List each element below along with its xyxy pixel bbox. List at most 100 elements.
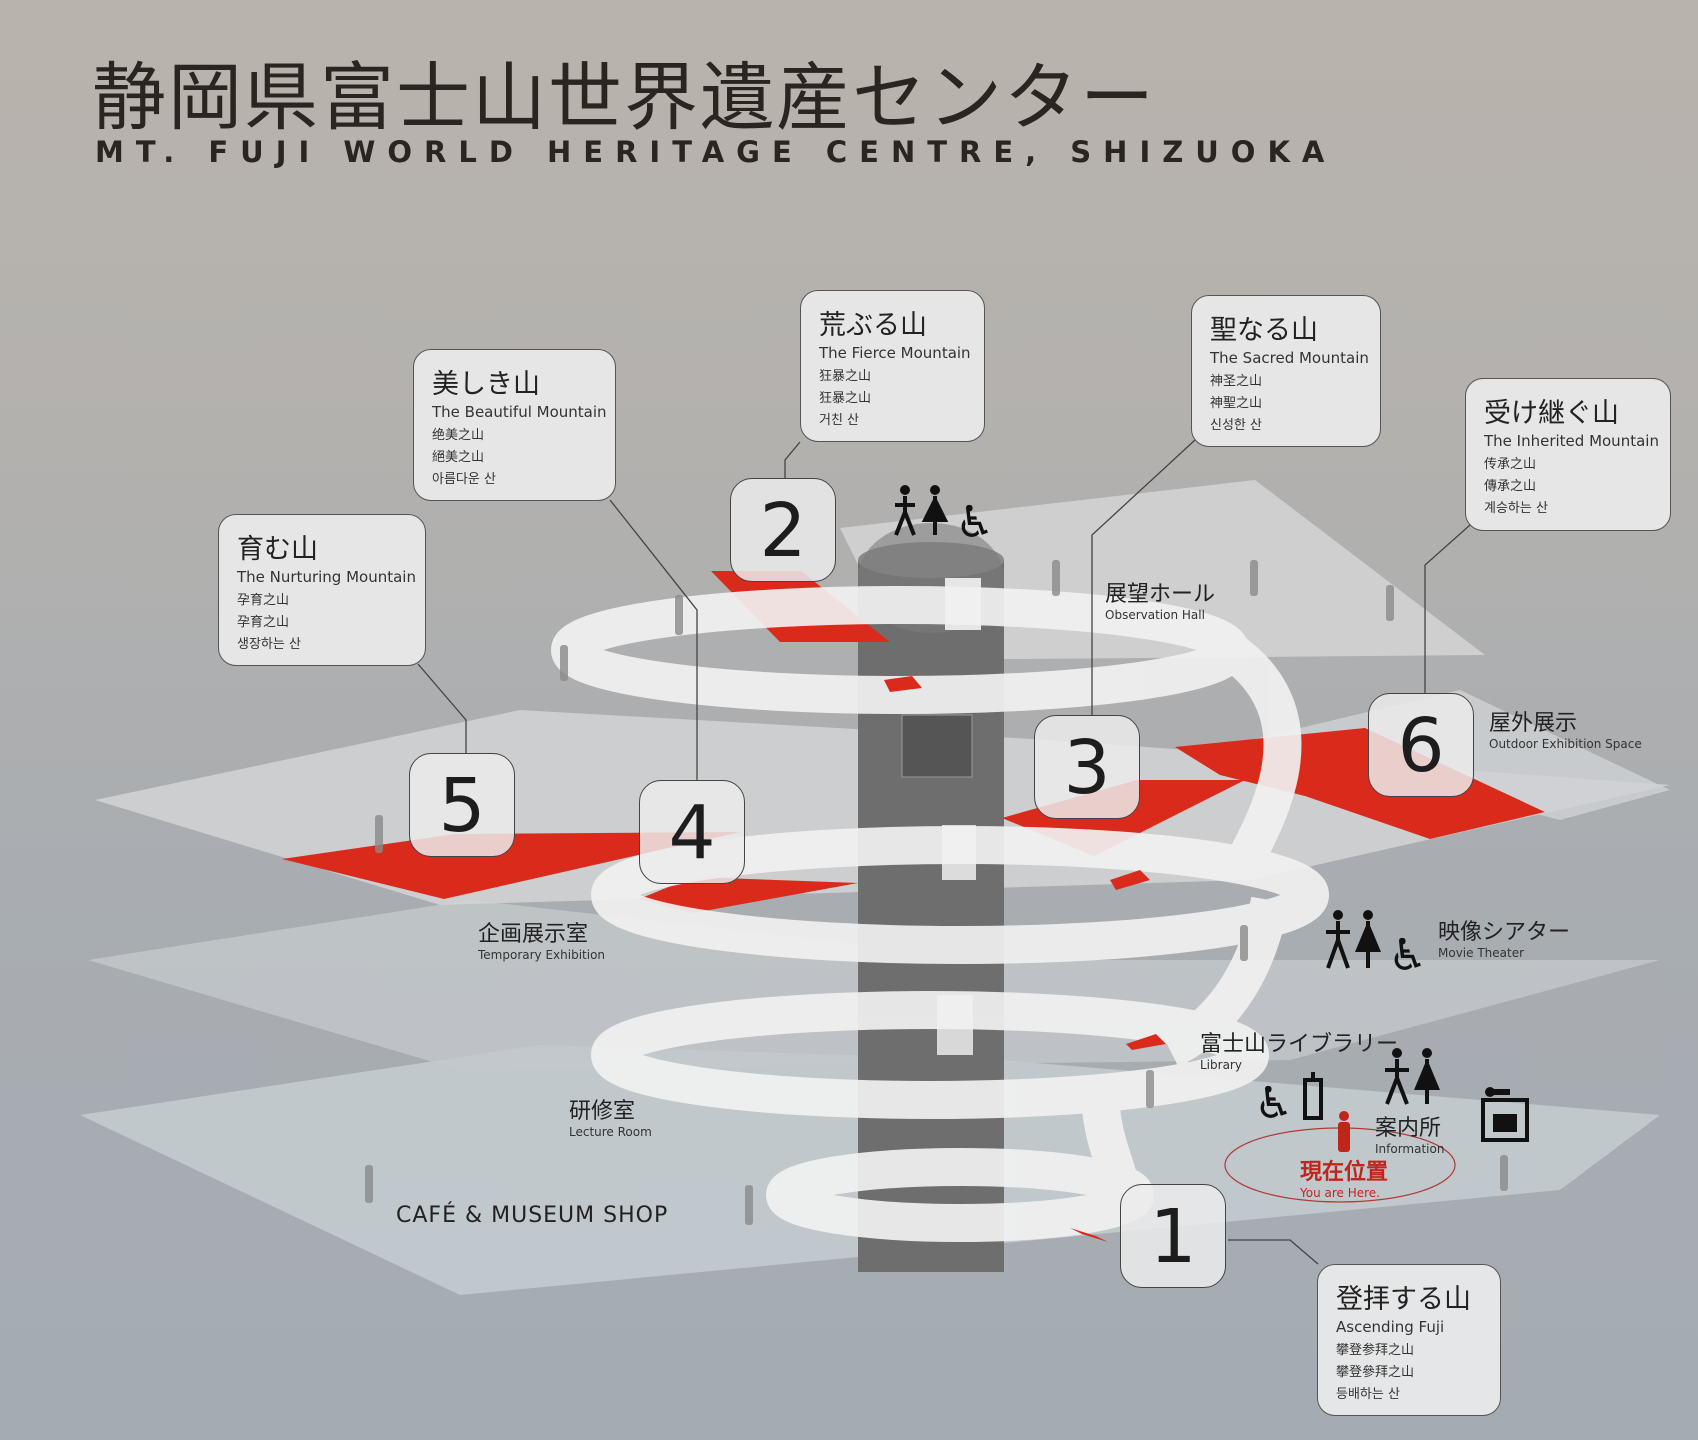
restroom-icon [1326, 910, 1440, 1105]
label-en: Temporary Exhibition [478, 948, 606, 962]
leader-line [1424, 524, 1471, 693]
ramp-loop-2 [591, 826, 1329, 964]
zone-title-ja: 受け継ぐ山 [1484, 398, 1619, 429]
zone-title-ko: 아름다운 산 [432, 472, 496, 487]
callout-zone-5: 育む山 The Nurturing Mountain 孕育之山 孕育之山 생장하… [218, 514, 426, 666]
zone-title-ko: 신성한 산 [1210, 418, 1262, 433]
leader-lines [417, 439, 1471, 1265]
label-outdoor-exhibition: 屋外展示 Outdoor Exhibition Space [1489, 705, 1642, 751]
person-silhouette [1500, 1155, 1508, 1191]
zone-4-floor [639, 877, 858, 913]
label-en: Outdoor Exhibition Space [1489, 737, 1642, 751]
zone-title-en: The Fierce Mountain [819, 344, 971, 362]
callout-zone-4: 美しき山 The Beautiful Mountain 绝美之山 絕美之山 아름… [413, 349, 616, 501]
zone-number-3: 3 [1034, 715, 1140, 819]
label-ja: 現在位置 [1300, 1160, 1389, 1185]
label-ja: 屋外展示 [1489, 711, 1578, 736]
label-information: 案内所 Information [1375, 1110, 1444, 1156]
zone-title-zh-t: 絕美之山 [432, 450, 485, 465]
person-silhouette [1250, 560, 1258, 596]
callout-zone-2: 荒ぶる山 The Fierce Mountain 狂暴之山 狂暴之山 거친 산 [800, 290, 985, 442]
zone-title-en: Ascending Fuji [1336, 1318, 1445, 1336]
zone-title-ja: 登拝する山 [1336, 1284, 1471, 1315]
label-en: Lecture Room [569, 1125, 652, 1139]
page-subtitle: MT. FUJI WORLD HERITAGE CENTRE, SHIZUOKA [95, 135, 1337, 169]
zone-title-ja: 荒ぶる山 [819, 310, 927, 341]
zone-title-zh-t: 狂暴之山 [819, 391, 872, 406]
label-lecture-room: 研修室 Lecture Room [569, 1093, 652, 1139]
page-title: 静岡県富士山世界遺産センター [92, 55, 1156, 141]
callout-zone-6: 受け継ぐ山 The Inherited Mountain 传承之山 傳承之山 계… [1465, 378, 1671, 531]
zone-title-en: The Inherited Mountain [1484, 432, 1659, 450]
zone-title-ja: 聖なる山 [1210, 315, 1318, 346]
leader-line [1228, 1239, 1319, 1265]
person-silhouette [1386, 585, 1394, 621]
elevator-icon [1303, 1072, 1323, 1120]
label-en: You are Here. [1300, 1186, 1380, 1200]
label-cafe-museum-shop: CAFÉ & MUSEUM SHOP [396, 1203, 669, 1228]
zone-title-ko: 거친 산 [819, 413, 860, 428]
person-silhouette [1240, 925, 1248, 961]
zone-title-en: The Beautiful Mountain [432, 403, 607, 421]
label-ja: 案内所 [1375, 1116, 1442, 1141]
callout-zone-1: 登拝する山 Ascending Fuji 攀登参拜之山 攀登參拜之山 등배하는 … [1317, 1264, 1501, 1416]
callout-zone-3: 聖なる山 The Sacred Mountain 神圣之山 神聖之山 신성한 산 [1191, 295, 1381, 447]
label-library: 富士山ライブラリー Library [1200, 1026, 1398, 1072]
direction-arrows [884, 676, 1166, 1242]
label-ja: 展望ホール [1105, 582, 1216, 607]
label-ja: 企画展示室 [478, 922, 589, 947]
label-observation-hall: 展望ホール Observation Hall [1105, 576, 1215, 622]
label-en: Observation Hall [1105, 608, 1205, 622]
zone-number-1: 1 [1120, 1184, 1226, 1288]
label-ja: 研修室 [569, 1099, 636, 1124]
coin-locker-icon [1481, 1087, 1529, 1142]
zone-title-zh-s: 绝美之山 [432, 428, 485, 443]
zone-title-ko: 생장하는 산 [237, 637, 301, 652]
arrow-icon [1110, 870, 1150, 890]
ramp-connector [1218, 634, 1302, 879]
zone-title-ja: 美しき山 [432, 369, 540, 400]
person-silhouette [365, 1165, 373, 1203]
ramp-connector [1081, 1089, 1139, 1192]
arrow-icon [884, 676, 922, 692]
zone-number-4: 4 [639, 780, 745, 884]
elevator-cage [901, 714, 973, 778]
zone-title-zh-s: 孕育之山 [237, 593, 290, 608]
zone-number-6: 6 [1368, 693, 1474, 797]
wheelchair-icon: ♿ [1388, 930, 1427, 981]
zone-title-en: The Nurturing Mountain [237, 568, 416, 586]
zone-title-zh-t: 傳承之山 [1484, 479, 1537, 494]
label-ja: 富士山ライブラリー [1200, 1032, 1399, 1057]
zone-title-ko: 등배하는 산 [1336, 1387, 1400, 1402]
label-movie-theater: 映像シアター Movie Theater [1438, 914, 1570, 960]
person-silhouette [560, 645, 568, 681]
zone-title-ja: 育む山 [237, 534, 318, 565]
leader-line [609, 499, 698, 780]
leader-line [417, 663, 467, 753]
zone-number-2: 2 [730, 478, 836, 582]
zone-title-ko: 계승하는 산 [1484, 501, 1548, 516]
zone-title-zh-t: 攀登參拜之山 [1336, 1365, 1415, 1380]
person-silhouette [675, 595, 683, 635]
zone-title-en: The Sacred Mountain [1210, 349, 1369, 367]
arrow-icon [1126, 1034, 1166, 1050]
zone-number-5: 5 [409, 753, 515, 857]
person-silhouette [1052, 560, 1060, 596]
label-temporary-exhibition: 企画展示室 Temporary Exhibition [478, 916, 605, 962]
restroom-icon [894, 485, 949, 536]
you-are-here-label: 現在位置 You are Here. [1300, 1154, 1388, 1200]
visitor-silhouettes [365, 560, 1508, 1225]
zone-5-floor [282, 832, 740, 899]
leader-line [1091, 439, 1196, 715]
person-silhouette [1146, 1070, 1154, 1108]
wheelchair-icon: ♿ [955, 497, 994, 548]
label-ja: 映像シアター [1438, 920, 1571, 945]
you-are-here-figure [1338, 1111, 1350, 1152]
zone-title-zh-s: 狂暴之山 [819, 369, 872, 384]
label-en: Movie Theater [1438, 946, 1525, 960]
zone-title-zh-t: 神聖之山 [1210, 396, 1263, 411]
zone-title-zh-t: 孕育之山 [237, 615, 290, 630]
leader-line [784, 441, 801, 478]
wheelchair-icon: ♿ [1254, 1078, 1293, 1129]
zone-title-zh-s: 攀登参拜之山 [1336, 1343, 1415, 1358]
